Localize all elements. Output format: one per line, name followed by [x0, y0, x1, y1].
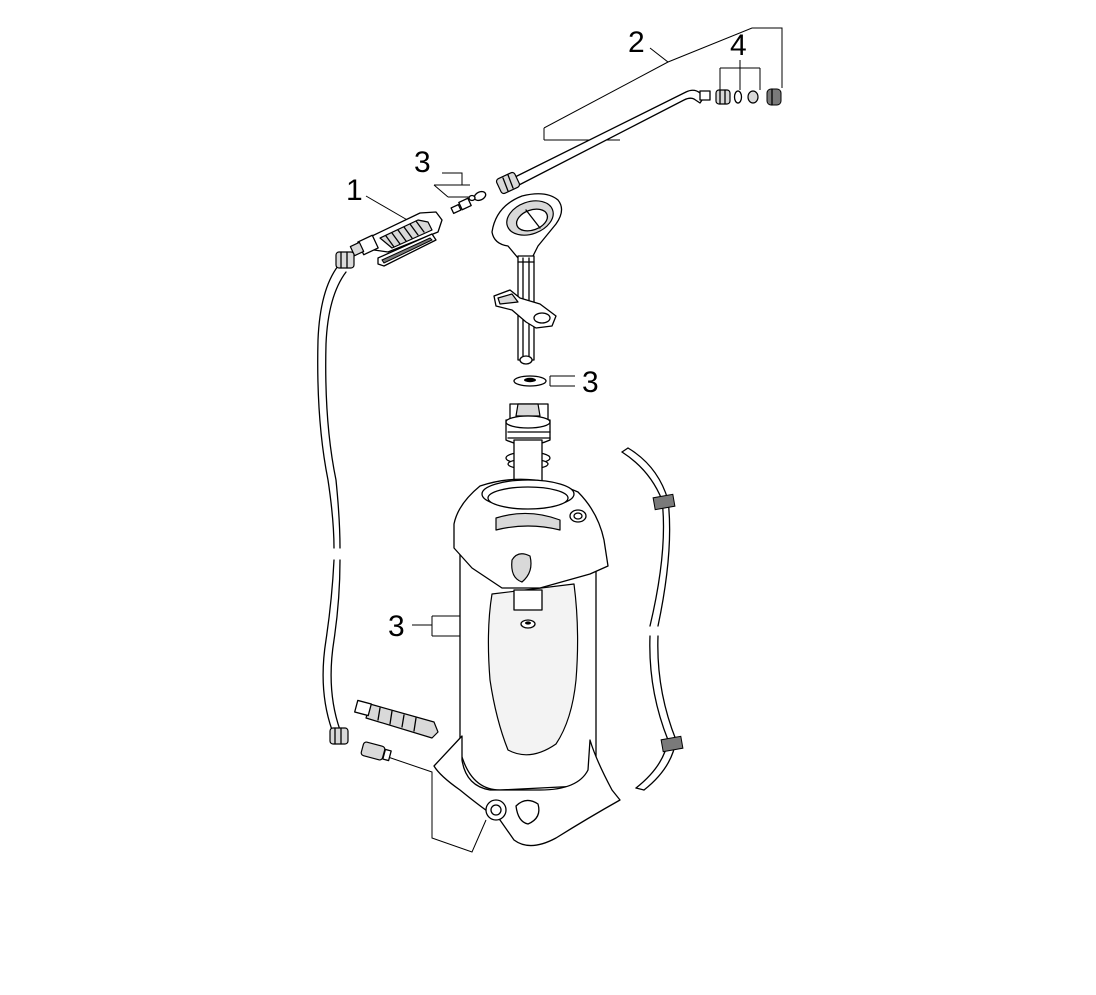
- tank: [433, 478, 621, 847]
- lance-assembly: [495, 88, 782, 195]
- label-tank-seal: 3: [388, 610, 405, 643]
- label-nozzle-kit: 4: [730, 29, 747, 62]
- inlet-filter: [354, 699, 439, 762]
- shoulder-strap: [621, 447, 684, 791]
- hose: [317, 251, 355, 745]
- label-lance: 2: [628, 26, 645, 59]
- label-pump-seal: 3: [582, 366, 599, 399]
- part-labels: 2 4 3 1 3 3: [346, 26, 747, 643]
- label-hose-seals: 3: [414, 146, 431, 179]
- spray-handle: [349, 190, 487, 267]
- pump-handle: [491, 193, 563, 387]
- label-spray-handle: 1: [346, 174, 363, 207]
